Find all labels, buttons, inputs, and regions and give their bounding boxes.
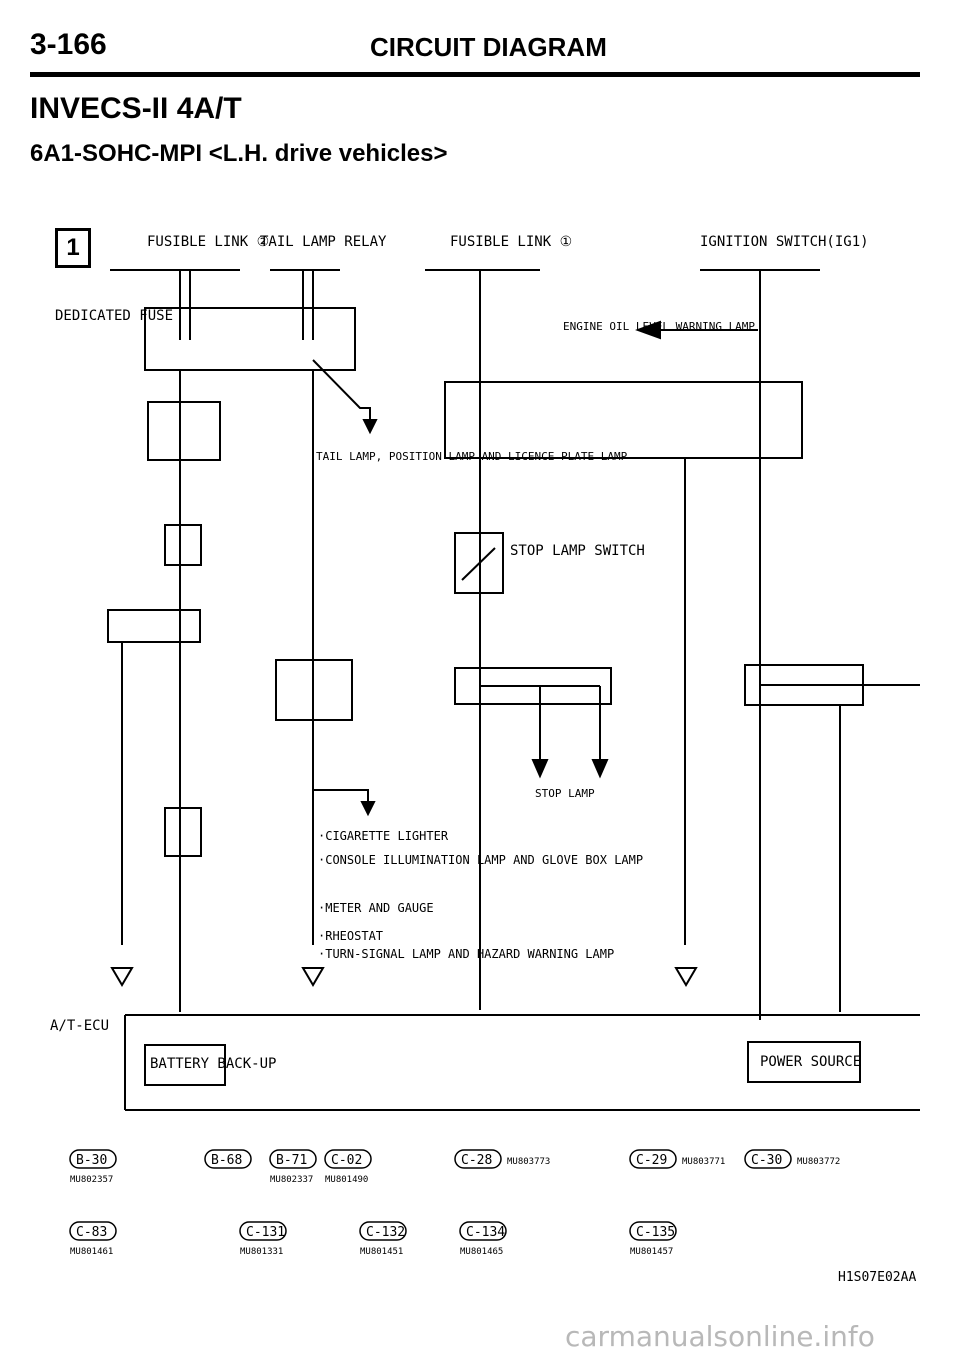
connector-id: C-29: [636, 1153, 667, 1168]
connector-part: MU802357: [70, 1175, 113, 1185]
ignition-switch-label: IGNITION SWITCH(IG1): [700, 234, 869, 250]
diagram-code: H1S07E02AA: [838, 1270, 917, 1285]
connector-id: C-30: [751, 1153, 782, 1168]
connector-part: MU802337: [270, 1175, 313, 1185]
watermark: carmanualsonline.info: [565, 1320, 875, 1353]
connector-id: C-131: [246, 1225, 285, 1240]
connector-part: MU801451: [360, 1247, 403, 1257]
fusible-link-2-label: FUSIBLE LINK ②: [147, 234, 269, 250]
header-rule: [30, 72, 920, 77]
connector-b-68: B-68: [204, 1149, 252, 1169]
cigarette-item-5: ·TURN-SIGNAL LAMP AND HAZARD WARNING LAM…: [318, 947, 614, 961]
connector-c-29: C-29 MU803771: [629, 1149, 725, 1169]
connector-part: MU803773: [507, 1157, 550, 1167]
stop-lamp-switch-label: STOP LAMP SWITCH: [510, 543, 645, 559]
ecu-label: A/T-ECU: [50, 1018, 109, 1034]
connector-id: C-134: [466, 1225, 505, 1240]
tail-lamp-note: TAIL LAMP, POSITION LAMP AND LICENCE PLA…: [316, 450, 628, 463]
connector-c-28: C-28 MU803773: [454, 1149, 550, 1169]
connector-id: C-02: [331, 1153, 362, 1168]
stop-lamp-label: STOP LAMP: [535, 787, 595, 800]
cigarette-item-2: ·CONSOLE ILLUMINATION LAMP AND GLOVE BOX…: [318, 853, 643, 867]
section-title: CIRCUIT DIAGRAM: [370, 32, 607, 62]
engine-oil-lamp-label: ENGINE OIL LEVEL WARNING LAMP: [563, 320, 755, 333]
cigarette-item-3: ·METER AND GAUGE: [318, 901, 434, 915]
connector-id: B-68: [211, 1153, 242, 1168]
cigarette-item-1: ·CIGARETTE LIGHTER: [318, 829, 449, 843]
frame-number: 1: [55, 228, 91, 268]
connector-id: C-135: [636, 1225, 675, 1240]
tail-lamp-relay-label: TAIL LAMP RELAY: [260, 234, 387, 250]
connector-id: C-83: [76, 1225, 107, 1240]
battery-backup-label: BATTERY BACK-UP: [150, 1056, 276, 1072]
connector-part: MU803771: [682, 1157, 725, 1167]
connector-part: MU801457: [630, 1247, 673, 1257]
page-number: 3-166: [30, 28, 107, 61]
diagram-title: INVECS-II 4A/T: [30, 92, 242, 125]
connector-part: MU801490: [325, 1175, 368, 1185]
connector-c-30: C-30 MU803772: [744, 1149, 840, 1169]
connector-id: C-132: [366, 1225, 405, 1240]
cigarette-item-4: ·RHEOSTAT: [318, 929, 383, 943]
power-source-label: POWER SOURCE: [760, 1054, 861, 1070]
connector-part: MU803772: [797, 1157, 840, 1167]
connector-part: MU801331: [240, 1247, 283, 1257]
connector-part: MU801465: [460, 1247, 503, 1257]
connector-part: MU801461: [70, 1247, 113, 1257]
diagram-subtitle: 6A1-SOHC-MPI <L.H. drive vehicles>: [30, 140, 448, 167]
fusible-link-1-label: FUSIBLE LINK ①: [450, 234, 572, 250]
connector-id: B-30: [76, 1153, 107, 1168]
connector-id: B-71: [276, 1153, 307, 1168]
connector-id: C-28: [461, 1153, 492, 1168]
dedicated-fuse-label: DEDICATED FUSE: [55, 308, 173, 324]
